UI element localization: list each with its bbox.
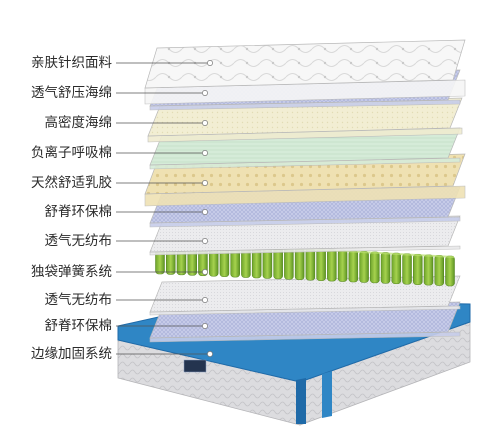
label-high-density-foam: 高密度海绵 [44, 115, 113, 131]
spring-coil [402, 253, 412, 285]
label-breathable-foam: 透气舒压海绵 [31, 85, 112, 101]
spring-coil [348, 250, 359, 283]
leader-lines [116, 60, 213, 357]
spring-coil [294, 247, 305, 281]
leader-dot [207, 351, 213, 357]
corner-strap [296, 378, 306, 424]
spring-coil [305, 248, 316, 281]
spring-coil [423, 254, 434, 286]
label-spine-cotton-2: 舒脊环保棉 [44, 318, 113, 334]
leader-dot [202, 180, 208, 186]
spring-coil [370, 251, 380, 284]
layer-0-top [144, 39, 466, 89]
leader-dot [202, 120, 208, 126]
spring-coil [391, 252, 402, 285]
layer-0 [144, 39, 466, 105]
spring-coil [359, 251, 369, 283]
label-nonwoven-2: 透气无纺布 [44, 292, 113, 308]
leader-dot [202, 323, 208, 329]
label-edge-support: 边缘加固系统 [31, 346, 112, 362]
leader-dot [202, 238, 208, 244]
layer-8 [149, 275, 461, 316]
leader-dot [207, 60, 213, 66]
label-anion-cotton: 负离子呼吸棉 [31, 145, 112, 161]
leader-dot [202, 150, 208, 156]
corner-strap-2 [322, 371, 332, 418]
layer-stack [117, 39, 471, 426]
spring-coil [327, 249, 337, 282]
spring-coil [413, 253, 423, 285]
leader-dot [202, 297, 208, 303]
spring-coil [316, 248, 326, 281]
leader-dot [202, 90, 208, 96]
spring-coil [380, 252, 391, 284]
label-spine-cotton-1: 舒脊环保棉 [44, 204, 113, 220]
spring-coil [337, 249, 348, 282]
spring-coil [434, 255, 445, 286]
label-knit-fabric: 亲肤针织面料 [31, 55, 112, 71]
spring-coil [445, 255, 455, 287]
layer-labels: 亲肤针织面料 透气舒压海绵 高密度海绵 负离子呼吸棉 天然舒适乳胶 舒脊环保棉 … [0, 0, 140, 435]
label-nonwoven-1: 透气无纺布 [44, 233, 113, 249]
leader-dot [202, 269, 208, 275]
leader-dot [202, 209, 208, 215]
brand-tag [183, 359, 207, 373]
label-pocket-springs: 独袋弹簧系统 [31, 264, 112, 280]
label-natural-latex: 天然舒适乳胶 [31, 175, 112, 191]
